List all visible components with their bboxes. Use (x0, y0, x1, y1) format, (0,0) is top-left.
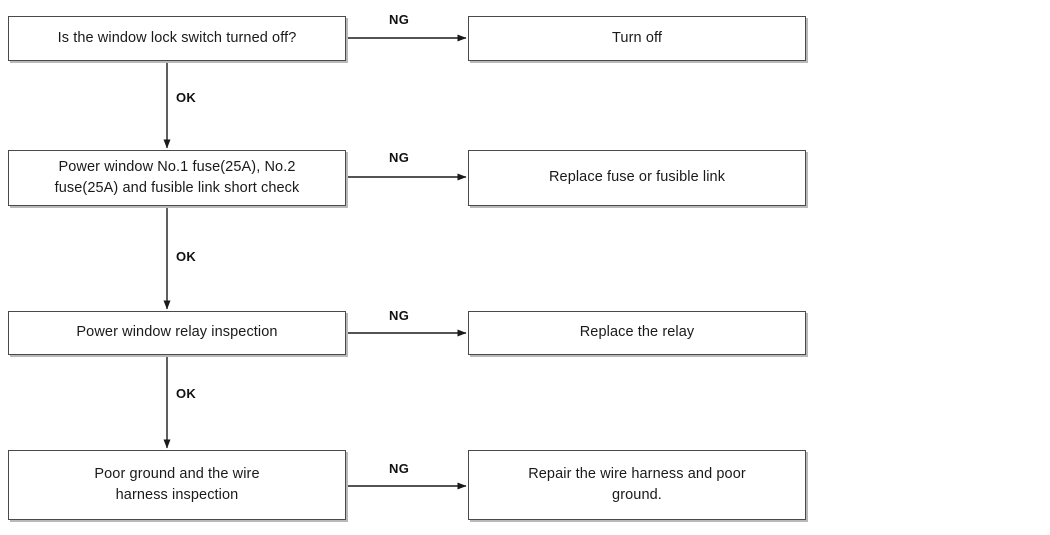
edge-label-ng-2: NG (389, 150, 410, 165)
flow-node-action-1[interactable]: Turn off (468, 16, 806, 61)
edge-label-ok-2: OK (176, 249, 197, 264)
flow-node-action-4[interactable]: Repair the wire harness and poor ground. (468, 450, 806, 520)
flow-node-check-2[interactable]: Power window No.1 fuse(25A), No.2 fuse(2… (8, 150, 346, 206)
flow-node-check-4-label: Poor ground and the wire harness inspect… (94, 465, 260, 503)
flow-node-action-4-label: Repair the wire harness and poor ground. (528, 465, 746, 503)
flow-node-action-1-label: Turn off (612, 29, 662, 46)
edge-label-ok-3: OK (176, 386, 197, 401)
flow-node-action-2-label: Replace fuse or fusible link (548, 169, 726, 186)
flow-node-check-1-label: Is the window lock switch turned off? (57, 29, 297, 46)
edge-label-ok-1: OK (176, 90, 197, 105)
flow-node-action-2[interactable]: Replace fuse or fusible link (468, 150, 806, 206)
flow-node-action-3-label: Replace the relay (579, 324, 695, 341)
flow-node-check-3-label: Power window relay inspection (76, 324, 278, 341)
flow-node-action-3[interactable]: Replace the relay (468, 311, 806, 355)
edge-label-ng-3: NG (389, 308, 410, 323)
edge-label-ng-4: NG (389, 461, 410, 476)
flow-node-check-3[interactable]: Power window relay inspection (8, 311, 346, 355)
flow-node-check-1[interactable]: Is the window lock switch turned off? (8, 16, 346, 61)
flow-node-check-2-label: Power window No.1 fuse(25A), No.2 fuse(2… (54, 158, 300, 196)
flow-node-check-4[interactable]: Poor ground and the wire harness inspect… (8, 450, 346, 520)
edge-label-ng-1: NG (389, 12, 410, 27)
